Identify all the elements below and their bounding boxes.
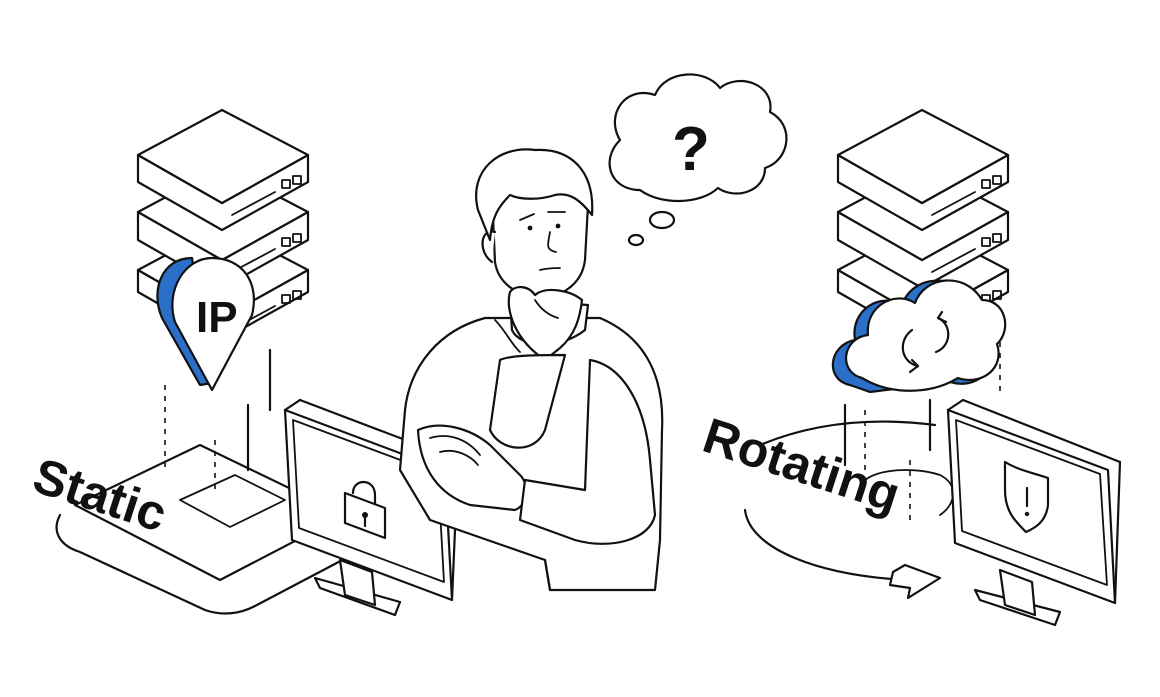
rotating-orbit [743, 320, 1001, 600]
shield-alert-icon [1003, 460, 1050, 534]
cloud-refresh-icon [831, 279, 1007, 394]
location-pin-icon: IP [156, 256, 255, 392]
question-mark: ? [672, 115, 710, 184]
right-server-icon [836, 108, 1010, 342]
padlock-icon [343, 480, 387, 540]
thinking-person [398, 148, 664, 592]
rotating-label: Rotating [697, 407, 907, 523]
ip-badge-label: IP [196, 293, 238, 342]
thought-bubble-icon: ? [608, 73, 788, 247]
static-label: Static [27, 447, 174, 542]
right-monitor [946, 398, 1122, 627]
